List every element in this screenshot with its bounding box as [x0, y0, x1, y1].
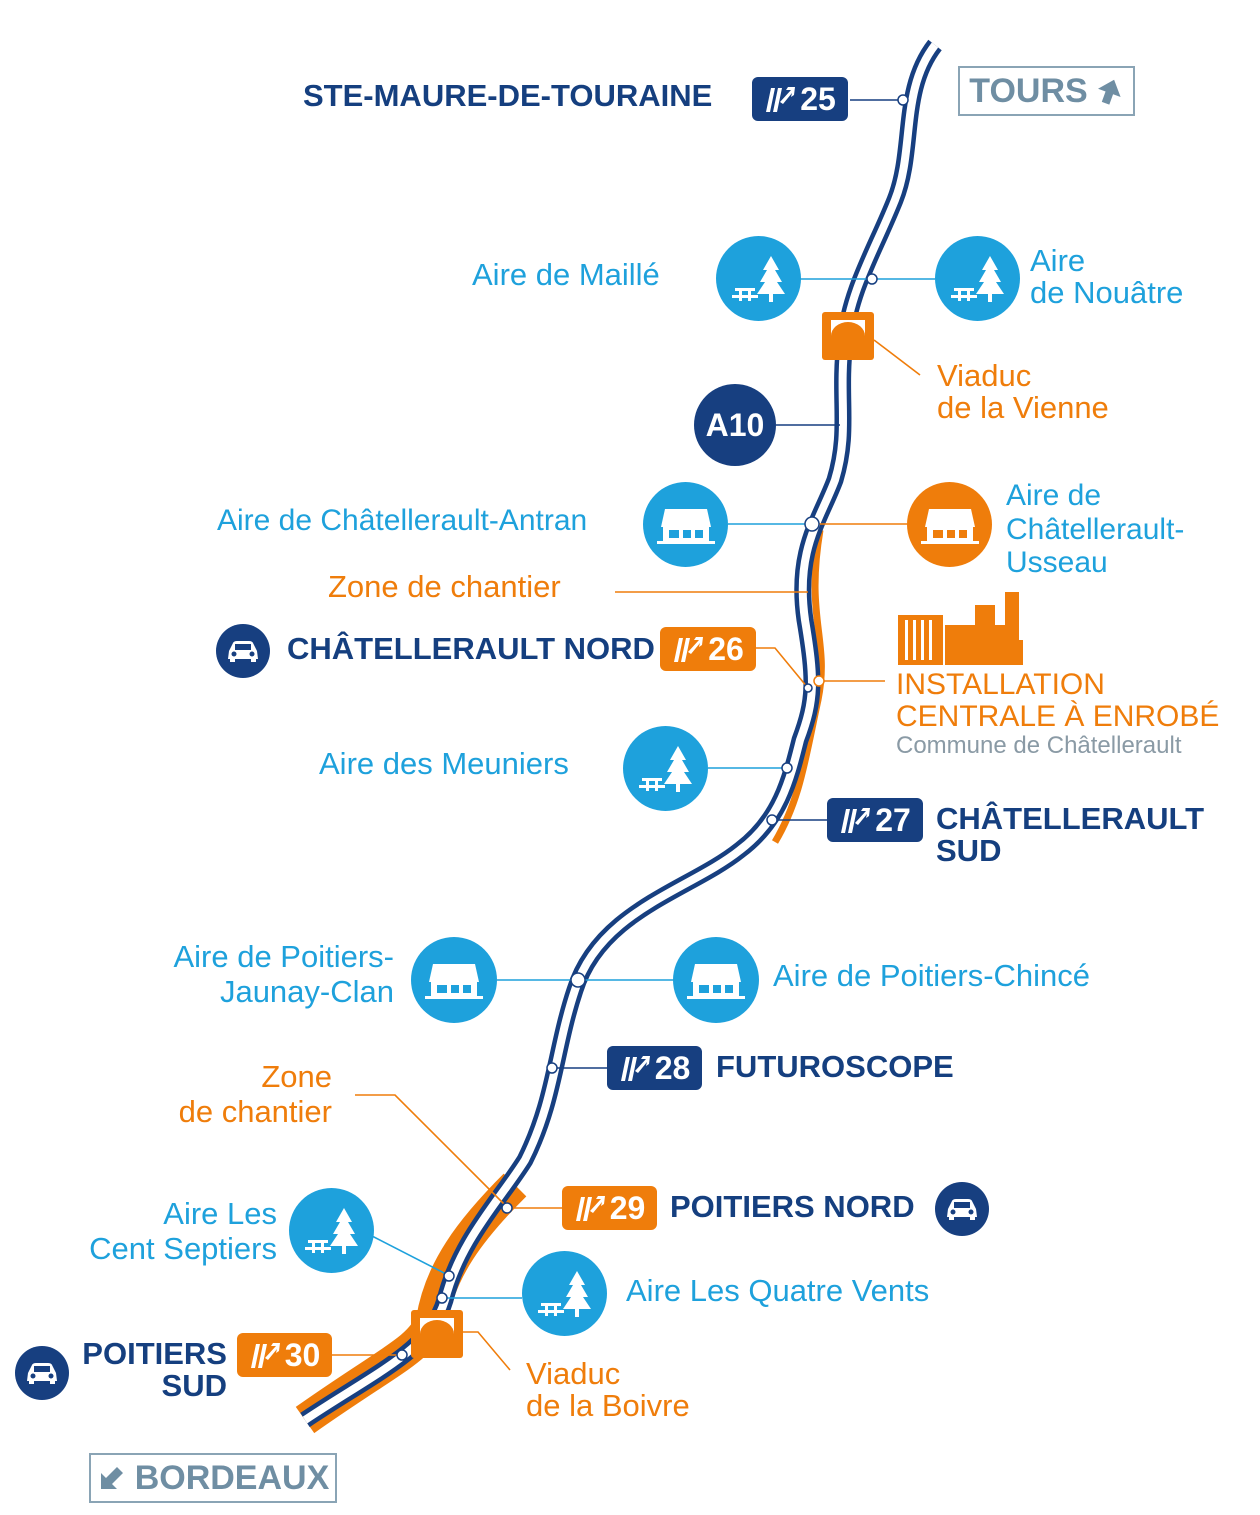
factory-icon — [898, 592, 1023, 665]
rest-area-cent-label: Aire Les Cent Septiers — [40, 1196, 277, 1266]
rest-area-usseau-label: Aire de Châtellerault- Usseau — [1006, 479, 1184, 580]
exit-28-number: 28 — [654, 1049, 691, 1086]
junction-dot — [443, 1270, 455, 1282]
junction-dot — [803, 683, 813, 693]
asphalt-plant-location: Commune de Châtellerault — [896, 732, 1182, 759]
viaduct-icon — [822, 312, 874, 360]
exit-26-name: CHÂTELLERAULT NORD — [287, 631, 655, 666]
junction-dot — [396, 1349, 408, 1361]
exit-27-sign: 27 — [827, 798, 923, 842]
direction-sign-tours: TOURS — [958, 66, 1135, 116]
rest-area-jaunay-line1: Aire de Poitiers- — [173, 939, 394, 974]
picnic-tree-icon — [935, 236, 1020, 321]
exit-arrow-icon — [250, 1343, 280, 1368]
exit-30-sign: 30 — [237, 1333, 332, 1377]
rest-area-nouatre-label: Aire de Nouâtre — [1030, 245, 1183, 308]
viaduct-boivre-label: Viaduc de la Boivre — [526, 1358, 690, 1421]
junction-dot — [897, 94, 909, 106]
works-zone-south-label: Zone de chantier — [120, 1059, 332, 1129]
junction-dot — [436, 1292, 448, 1304]
junction-dot — [570, 972, 586, 988]
exit-29-sign: 29 — [562, 1186, 657, 1230]
rest-area-nouatre-line1: Aire — [1030, 243, 1086, 278]
junction-dot — [781, 762, 793, 774]
exit-29-number: 29 — [609, 1189, 646, 1226]
rest-area-chince-label: Aire de Poitiers-Chincé — [773, 958, 1091, 993]
viaduct-boivre-line1: Viaduc — [526, 1356, 621, 1391]
exit-arrow-icon — [766, 87, 796, 112]
asphalt-plant-label: INSTALLATION CENTRALE À ENROBÉ — [896, 669, 1219, 732]
rest-area-quatre-label: Aire Les Quatre Vents — [626, 1273, 930, 1308]
car-icon — [935, 1182, 989, 1236]
junction-dot — [766, 814, 778, 826]
exit-30-name-line2: SUD — [161, 1367, 227, 1403]
exit-26-sign: 26 — [660, 627, 756, 671]
viaduct-vienne-line2: de la Vienne — [937, 389, 1109, 425]
rest-area-usseau-line2: Châtellerault- — [1006, 512, 1185, 546]
viaduct-vienne-label: Viaduc de la Vienne — [937, 360, 1109, 423]
junction-dot — [804, 516, 820, 532]
exit-27-number: 27 — [875, 801, 911, 838]
works-zone-south-line2: de chantier — [178, 1093, 332, 1129]
car-icon — [216, 624, 270, 678]
rest-area-cent-line1: Aire Les — [163, 1196, 277, 1231]
junction-dot — [866, 273, 878, 285]
picnic-tree-icon — [289, 1188, 374, 1273]
junction-dot — [501, 1202, 513, 1214]
exit-27-name-line1: CHÂTELLERAULT — [936, 801, 1205, 836]
highway-a10-median — [302, 42, 939, 1424]
junction-dot — [546, 1062, 558, 1074]
highway-a10-label: A10 — [705, 406, 765, 443]
service-station-icon — [907, 482, 992, 567]
direction-label-tours: TOURS — [969, 71, 1088, 110]
exit-28-sign: 28 — [607, 1046, 702, 1090]
direction-arrow-icon — [100, 1467, 123, 1489]
exit-arrow-icon — [620, 1056, 650, 1081]
viaduct-vienne-line1: Viaduc — [937, 358, 1032, 393]
works-zone-south-line1: Zone — [261, 1059, 332, 1094]
direction-sign-bordeaux: BORDEAUX — [89, 1453, 337, 1503]
viaduct-icon — [411, 1310, 463, 1358]
service-station-icon — [643, 482, 728, 567]
exit-26-number: 26 — [708, 630, 744, 667]
exit-27-name-line2: SUD — [936, 832, 1002, 868]
exit-30-name: POITIERS SUD — [75, 1338, 227, 1401]
junction-dot — [813, 675, 825, 687]
rest-area-usseau-line3: Usseau — [1006, 546, 1108, 580]
exit-30-name-line1: POITIERS — [82, 1336, 227, 1371]
rest-area-meuniers-label: Aire des Meuniers — [319, 746, 569, 781]
exit-28-name: FUTUROSCOPE — [716, 1049, 954, 1084]
rest-area-nouatre-line2: de Nouâtre — [1030, 274, 1184, 310]
exit-29-name: POITIERS NORD — [670, 1189, 915, 1224]
direction-label-bordeaux: BORDEAUX — [134, 1458, 330, 1497]
exit-25-name: STE-MAURE-DE-TOURAINE — [303, 78, 713, 113]
exit-arrow-icon — [841, 808, 871, 833]
exit-25-sign: 25 — [752, 77, 848, 121]
asphalt-plant-line1: INSTALLATION — [896, 668, 1105, 701]
picnic-tree-icon — [716, 236, 801, 321]
picnic-tree-icon — [522, 1251, 607, 1336]
exit-arrow-icon — [674, 637, 704, 662]
asphalt-plant-line2: CENTRALE À ENROBÉ — [896, 699, 1220, 733]
rest-area-usseau-line1: Aire de — [1006, 479, 1102, 512]
rest-area-jaunay-line2: Jaunay-Clan — [219, 973, 394, 1009]
exit-30-number: 30 — [284, 1336, 321, 1373]
rest-area-jaunay-label: Aire de Poitiers- Jaunay-Clan — [140, 939, 394, 1009]
works-zone-north-label: Zone de chantier — [328, 569, 561, 604]
direction-arrow-icon — [1097, 79, 1121, 105]
viaduct-boivre-line2: de la Boivre — [526, 1387, 690, 1423]
rest-area-antran-label: Aire de Châtellerault-Antran — [217, 504, 588, 537]
rest-area-maille-label: Aire de Maillé — [472, 257, 660, 292]
rest-area-cent-line2: Cent Septiers — [89, 1230, 277, 1266]
exit-25-number: 25 — [800, 80, 836, 117]
exit-27-name: CHÂTELLERAULT SUD — [936, 803, 1204, 866]
highway-a10-badge: A10 — [694, 384, 776, 466]
service-station-icon — [673, 937, 759, 1023]
service-station-icon — [411, 937, 497, 1023]
picnic-tree-icon — [623, 726, 708, 811]
exit-arrow-icon — [575, 1196, 605, 1221]
car-icon — [15, 1346, 69, 1400]
